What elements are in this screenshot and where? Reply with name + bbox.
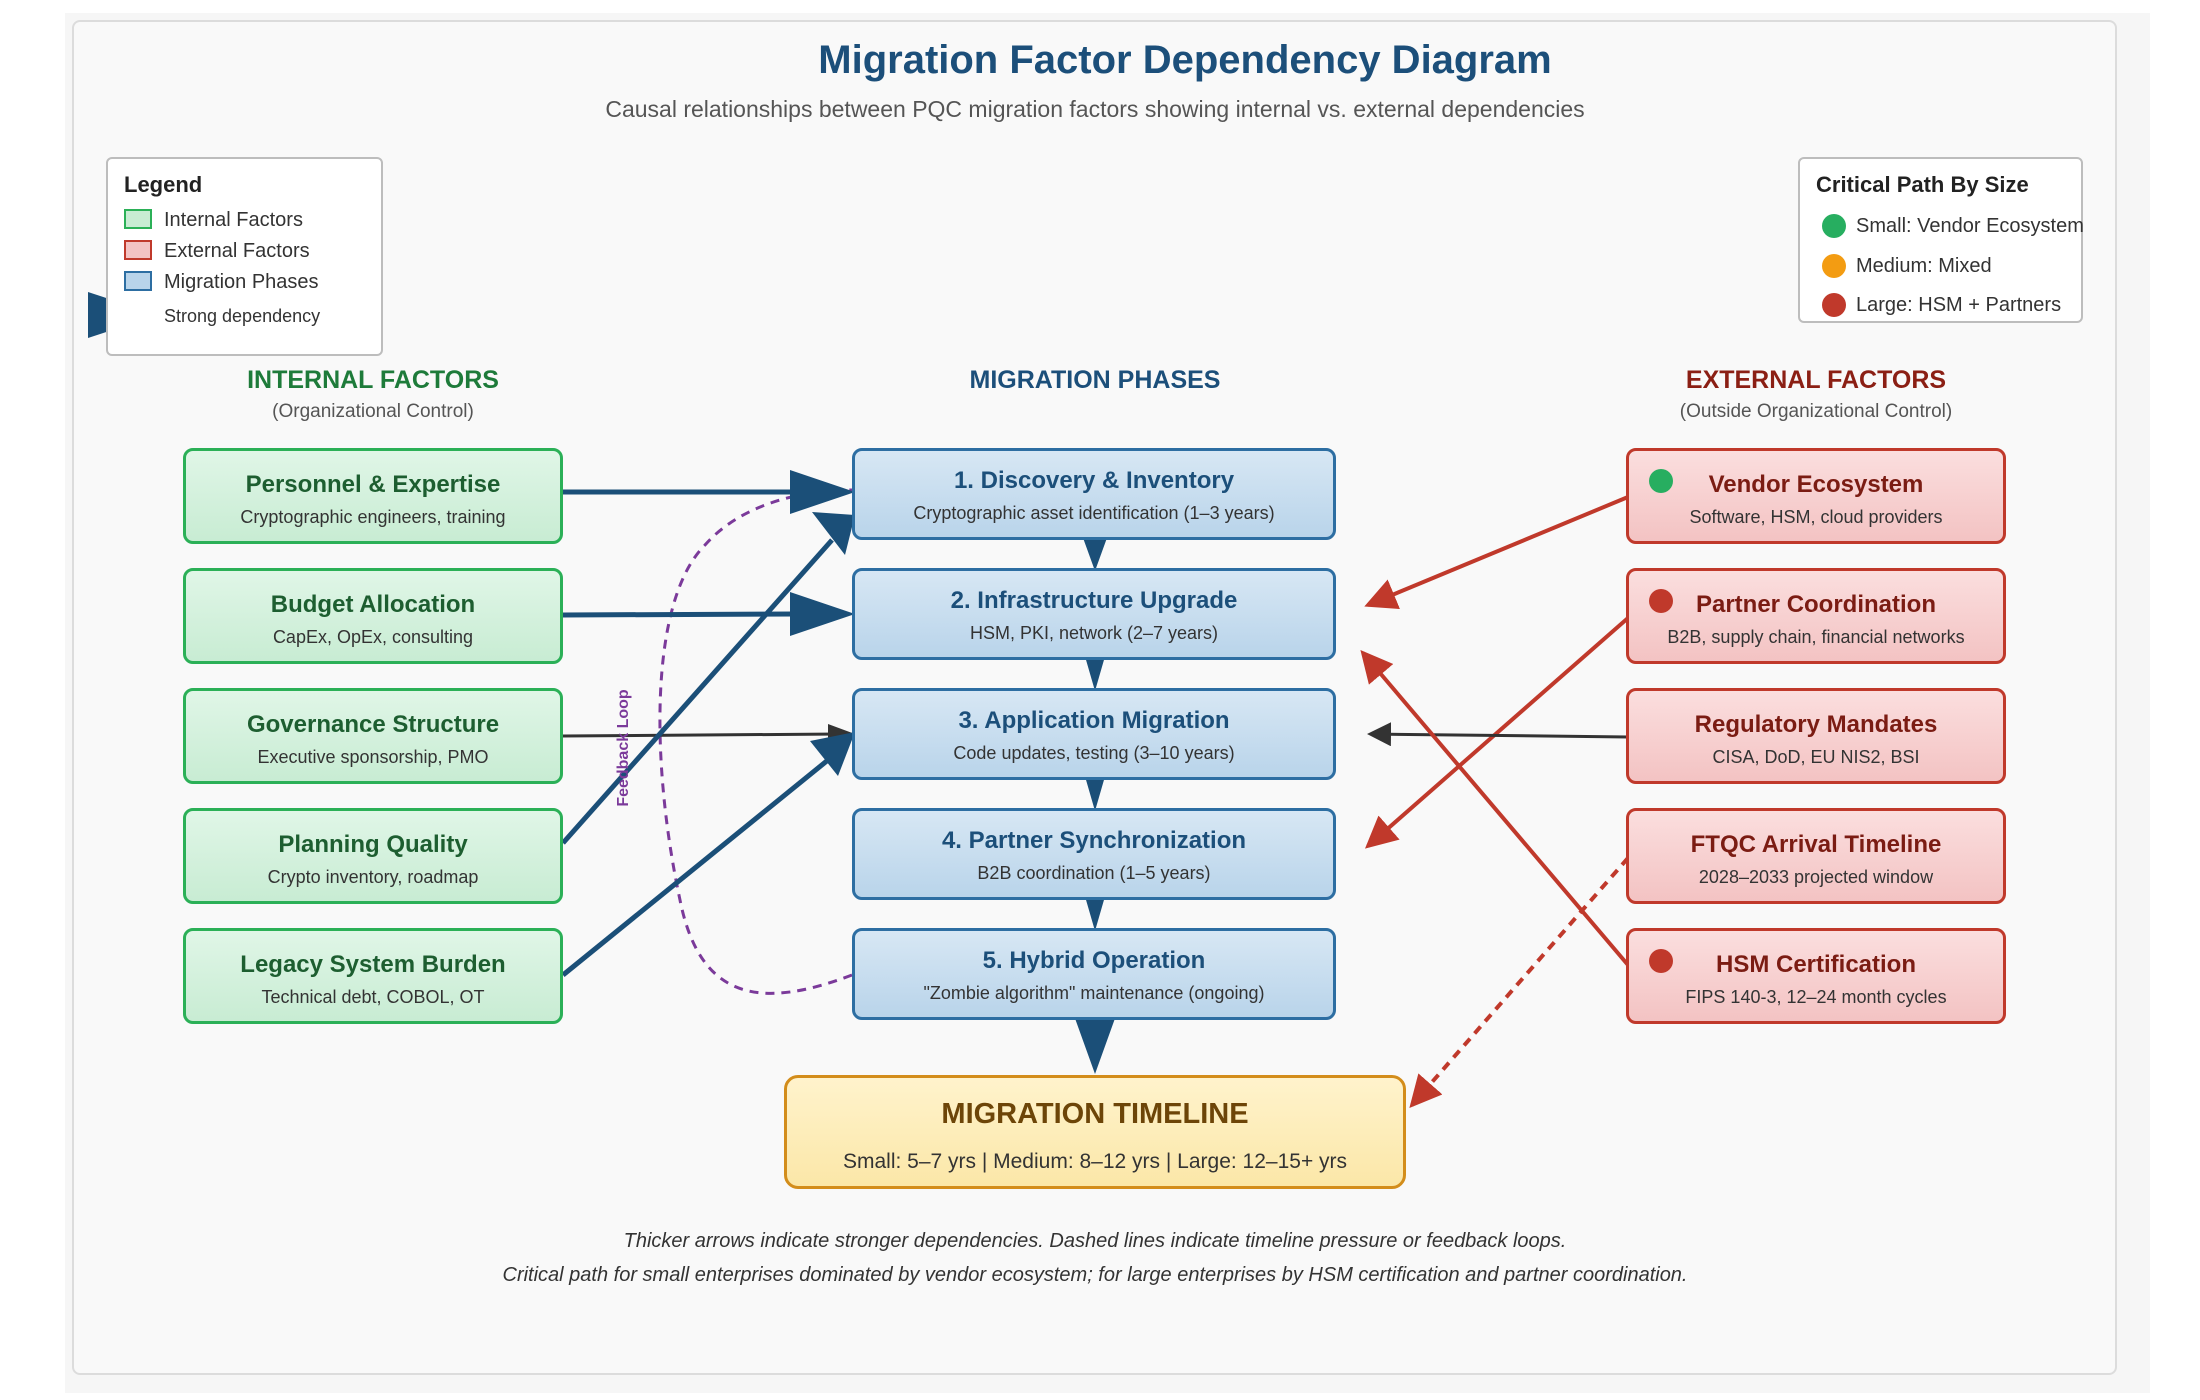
arrow-regulatory-application [1367,722,1629,747]
factor-subtitle: 2028–2033 projected window [1698,867,1934,887]
arrow-planning-discovery [561,538,834,845]
legend-dependency-label: Strong dependency [164,306,321,326]
factor-title: Regulatory Mandates [1694,711,1938,738]
arrow-legacy-application [561,758,830,977]
internal-factor-personnel: Personnel & Expertise Cryptographic engi… [183,448,563,544]
factor-subtitle: Technical debt, COBOL, OT [261,987,485,1007]
phase-infrastructure: 2. Infrastructure Upgrade HSM, PKI, netw… [852,568,1336,660]
external-factor-hsm: HSM Certification FIPS 140-3, 12–24 mont… [1626,928,2006,1024]
factor-title: Vendor Ecosystem [1708,471,1924,498]
critical-medium-label: Medium: Mixed [1856,255,1992,277]
page-subtitle: Causal relationships between PQC migrati… [605,96,1585,122]
legend-phase-label: Migration Phases [164,271,319,293]
phase-hybrid: 5. Hybrid Operation "Zombie algorithm" m… [852,928,1336,1020]
internal-factors-subheading: (Organizational Control) [272,401,474,422]
factor-title: Personnel & Expertise [245,471,501,498]
phase-subtitle: "Zombie algorithm" maintenance (ongoing) [923,983,1265,1003]
legend-external-swatch [124,240,152,260]
phase-title: 4. Partner Synchronization [941,827,1247,854]
external-factor-vendor: Vendor Ecosystem Software, HSM, cloud pr… [1626,448,2006,544]
large-critical-dot-icon [1649,949,1673,973]
legend-external-label: External Factors [164,240,310,262]
arrow-partner-synchronization [1364,616,1630,849]
feedback-loop-line [658,488,853,995]
phase-title: 1. Discovery & Inventory [953,467,1235,494]
small-dot-icon [1822,214,1846,238]
factor-title: Governance Structure [246,711,500,738]
critical-large-label: Large: HSM + Partners [1856,294,2062,316]
factor-title: HSM Certification [1715,951,1916,978]
factor-title: Legacy System Burden [240,951,506,978]
critical-path-title: Critical Path By Size [1816,172,2029,197]
internal-factor-governance: Governance Structure Executive sponsorsh… [183,688,563,784]
medium-dot-icon [1822,254,1846,278]
phase-subtitle: Cryptographic asset identification (1–3 … [913,503,1275,523]
factor-title: Budget Allocation [270,591,476,618]
legend-box: Legend Internal Factors External Factors… [106,157,383,356]
factor-subtitle: Executive sponsorship, PMO [257,747,489,767]
arrow-hsm-infrastructure [1360,649,1630,967]
external-factor-ftqc: FTQC Arrival Timeline 2028–2033 projecte… [1626,808,2006,904]
factor-subtitle: CapEx, OpEx, consulting [272,627,474,647]
internal-factor-legacy: Legacy System Burden Technical debt, COB… [183,928,563,1024]
feedback-loop-label: Feedback Loop [615,689,632,807]
arrow-governance-application [562,732,841,738]
phase-title: 5. Hybrid Operation [982,947,1206,974]
legend-phase-swatch [124,271,152,291]
factor-title: Partner Coordination [1695,591,1936,618]
phase-title: 2. Infrastructure Upgrade [950,587,1238,614]
phase-subtitle: B2B coordination (1–5 years) [977,863,1211,883]
factor-subtitle: Cryptographic engineers, training [240,507,506,527]
phase-subtitle: Code updates, testing (3–10 years) [953,743,1235,763]
internal-factor-budget: Budget Allocation CapEx, OpEx, consultin… [183,568,563,664]
factor-subtitle: CISA, DoD, EU NIS2, BSI [1712,747,1920,767]
legend-title: Legend [124,172,203,197]
legend-internal-swatch [124,209,152,229]
critical-path-box: Critical Path By Size Small: Vendor Ecos… [1798,157,2084,323]
factor-subtitle: Crypto inventory, roadmap [267,867,479,887]
factor-subtitle: Software, HSM, cloud providers [1689,507,1943,527]
arrowhead-legacy [810,732,855,776]
phase-partner-sync: 4. Partner Synchronization B2B coordinat… [852,808,1336,900]
arrow-vendor-infrastructure [1364,495,1629,610]
phase-discovery: 1. Discovery & Inventory Cryptographic a… [852,448,1336,540]
phase-application: 3. Application Migration Code updates, t… [852,688,1336,780]
phase-arrow-5-timeline [1072,1010,1118,1074]
legend-internal-label: Internal Factors [164,209,303,231]
small-critical-dot-icon [1649,469,1673,493]
external-factors-subheading: (Outside Organizational Control) [1679,401,1953,422]
factor-subtitle: FIPS 140-3, 12–24 month cycles [1685,987,1947,1007]
critical-small-label: Small: Vendor Ecosystem [1856,215,2084,237]
arrow-ftqc-timeline [1409,856,1630,1109]
external-factors-heading: EXTERNAL FACTORS [1685,366,1947,394]
arrowhead-planning [812,512,855,555]
timeline-title: MIGRATION TIMELINE [941,1098,1249,1130]
timeline-subtitle: Small: 5–7 yrs | Medium: 8–12 yrs | Larg… [842,1150,1348,1173]
internal-factors-heading: INTERNAL FACTORS [247,366,499,394]
large-dot-icon [1822,293,1846,317]
factor-title: FTQC Arrival Timeline [1690,831,1942,858]
external-factor-regulatory: Regulatory Mandates CISA, DoD, EU NIS2, … [1626,688,2006,784]
arrowhead-budget [790,592,855,636]
large-critical-dot-icon [1649,589,1673,613]
external-factor-partner: Partner Coordination B2B, supply chain, … [1626,568,2006,664]
arrow-budget-infrastructure [562,611,796,618]
footnote-1: Thicker arrows indicate stronger depende… [623,1230,1567,1252]
internal-factor-planning: Planning Quality Crypto inventory, roadm… [183,808,563,904]
factor-subtitle: B2B, supply chain, financial networks [1667,627,1965,647]
factor-title: Planning Quality [278,831,468,858]
arrowhead-personnel [790,470,855,514]
phase-subtitle: HSM, PKI, network (2–7 years) [969,623,1219,643]
page-title: Migration Factor Dependency Diagram [818,38,1552,82]
footnote-2: Critical path for small enterprises domi… [502,1264,1688,1286]
phase-title: 3. Application Migration [958,707,1230,734]
migration-phases-heading: MIGRATION PHASES [969,366,1221,394]
migration-timeline-box: MIGRATION TIMELINE Small: 5–7 yrs | Medi… [784,1075,1406,1189]
